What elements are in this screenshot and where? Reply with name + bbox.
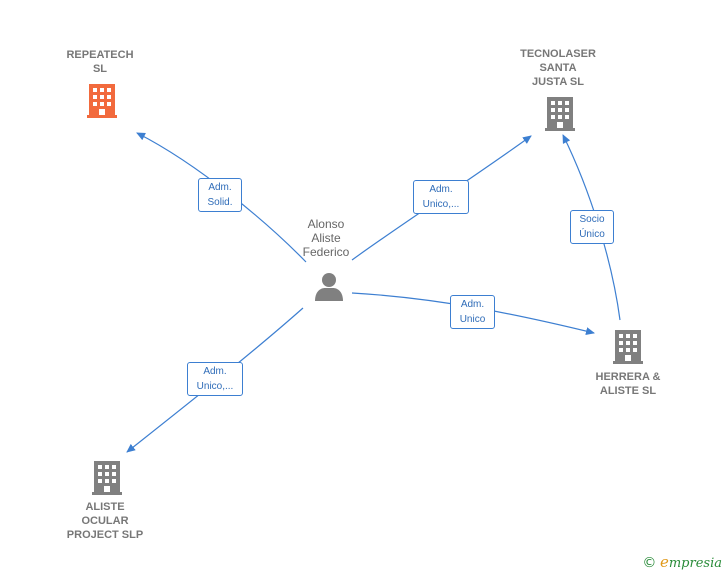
node-label-person[interactable]: Alonso Aliste Federico <box>286 217 366 259</box>
node-label-line: Aliste <box>311 231 341 245</box>
building-icon-repeatech[interactable] <box>87 84 117 118</box>
edge-label-line: Socio <box>579 214 605 225</box>
edge-label-line: Adm. <box>208 182 232 193</box>
node-label-line: ALISTE <box>85 501 125 513</box>
node-label-line: OCULAR <box>81 515 129 527</box>
edge-label-herrera[interactable]: Adm. Unico <box>450 295 495 329</box>
edge-label-line: Unico,... <box>196 381 234 392</box>
node-label-aliste-ocular[interactable]: ALISTE OCULAR PROJECT SLP <box>55 500 155 542</box>
node-label-tecnolaser[interactable]: TECNOLASER SANTA JUSTA SL <box>504 47 612 89</box>
node-label-repeatech[interactable]: REPEATECH SL <box>50 48 150 76</box>
edge-label-repeatech[interactable]: Adm. Solid. <box>198 178 242 212</box>
node-label-herrera[interactable]: HERRERA & ALISTE SL <box>578 370 678 398</box>
edge-label-line: Adm. <box>460 299 485 310</box>
edge-label-line: Único <box>579 229 605 240</box>
edge-label-socio[interactable]: Socio Único <box>570 210 614 244</box>
node-label-line: Alonso <box>307 217 345 231</box>
building-icon-aliste-ocular[interactable] <box>92 461 122 495</box>
edge-label-line: Unico <box>459 314 486 325</box>
node-label-line: SL <box>92 63 108 75</box>
node-label-line: JUSTA SL <box>532 76 584 88</box>
brand-name: mpresia <box>668 556 722 571</box>
edge-label-line: Adm. <box>429 184 453 195</box>
node-label-line: TECNOLASER <box>520 48 596 60</box>
edge-label-line: Solid. <box>207 197 233 208</box>
edge-label-tecnolaser[interactable]: Adm. Unico,... <box>413 180 469 214</box>
empresia-watermark[interactable]: © empresia <box>642 553 722 571</box>
node-label-line: SANTA <box>539 62 577 74</box>
node-label-line: ALISTE SL <box>599 385 657 397</box>
edge-label-line: Adm. <box>203 366 227 377</box>
brand-initial: e <box>659 553 669 571</box>
edge-label-aliste-ocular[interactable]: Adm. Unico,... <box>187 362 243 396</box>
copyright-icon: © <box>642 555 657 571</box>
building-icon-tecnolaser[interactable] <box>545 97 575 131</box>
node-label-line: HERRERA & <box>595 371 661 383</box>
node-label-line: Federico <box>302 245 350 259</box>
edge-label-line: Unico,... <box>422 199 460 210</box>
person-icon[interactable] <box>315 273 343 301</box>
building-icon-herrera[interactable] <box>613 330 643 364</box>
node-label-line: PROJECT SLP <box>66 529 144 541</box>
node-label-line: REPEATECH <box>66 49 134 61</box>
